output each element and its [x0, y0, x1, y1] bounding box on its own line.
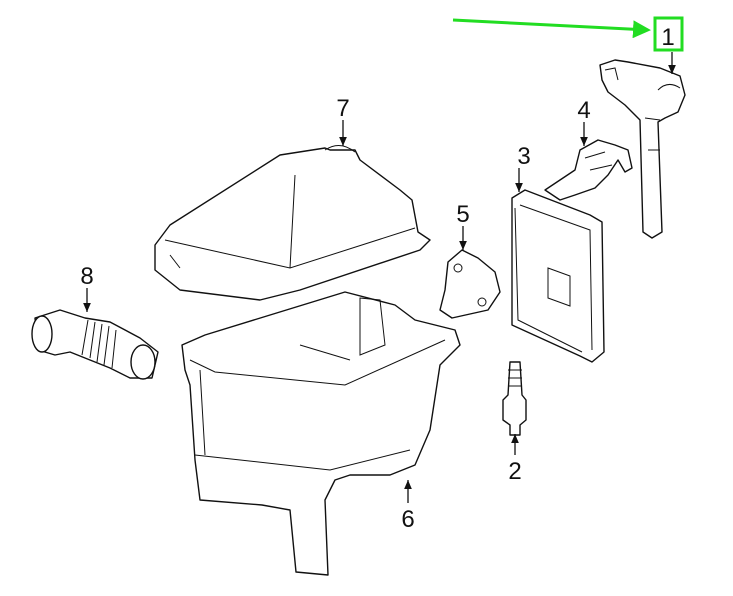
part-ignition-coil[interactable]: [599, 59, 686, 239]
part-spark-plug[interactable]: [502, 361, 527, 436]
callout-4[interactable]: 4: [577, 97, 590, 124]
part-air-cleaner-case[interactable]: [181, 291, 461, 576]
highlight-box: [653, 16, 684, 52]
callout-2[interactable]: 2: [508, 458, 521, 485]
part-small-bracket[interactable]: [439, 249, 501, 319]
callout-6[interactable]: 6: [401, 506, 414, 533]
part-bracket-wiring[interactable]: [544, 139, 633, 201]
part-air-cleaner-lid[interactable]: [154, 145, 431, 301]
callout-5[interactable]: 5: [456, 201, 469, 228]
callout-3[interactable]: 3: [517, 143, 530, 170]
callout-8[interactable]: 8: [80, 263, 93, 290]
callout-1[interactable]: 1: [661, 24, 674, 51]
highlight-arrow: [452, 18, 651, 39]
part-intake-hose[interactable]: [31, 309, 159, 380]
part-control-module[interactable]: [511, 189, 605, 363]
callout-7[interactable]: 7: [336, 95, 349, 122]
